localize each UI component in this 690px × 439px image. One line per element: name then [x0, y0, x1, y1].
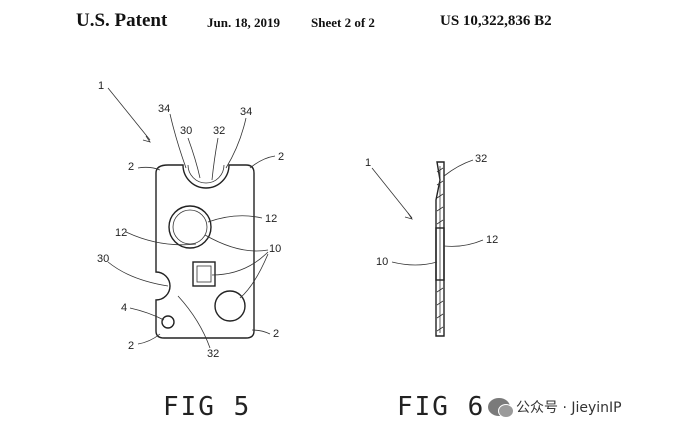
watermark: 公众号 · JieyinIP [488, 397, 622, 418]
fig5-leader-30b [107, 261, 169, 287]
fig5-leader-34b [225, 117, 247, 169]
fig5-leader-34a [169, 113, 187, 169]
fig5-leader-4 [129, 307, 165, 321]
fig5-leader-30 [187, 137, 201, 179]
fig5-square-window-inner [196, 265, 212, 283]
fig5-ref: 10 [269, 243, 281, 255]
fig5-ref: 2 [128, 340, 134, 352]
fig5-ref: 1 [98, 80, 104, 92]
fig5-leader-10b [211, 251, 269, 276]
fig5-leader-10a [204, 234, 269, 252]
fig6-ref: 12 [486, 234, 498, 246]
fig5-ref: 30 [97, 253, 109, 265]
fig6-label: FIG 6 [397, 392, 485, 422]
fig5-ref: 2 [128, 161, 134, 173]
fig6-leader-1 [371, 167, 413, 219]
fig5-arrow-1 [142, 135, 151, 143]
sheet-number: Sheet 2 of 2 [311, 15, 375, 30]
fig5-ref: 34 [158, 103, 170, 115]
fig6-drawing: 1 32 10 12 FIG 6 [365, 153, 498, 422]
fig5-ref: 34 [240, 106, 252, 118]
fig5-ref: 32 [207, 348, 219, 360]
fig6-ref: 1 [365, 157, 371, 169]
fig5-square-window [192, 261, 216, 287]
patent-number: US 10,322,836 B2 [440, 13, 552, 29]
patent-date: Jun. 18, 2019 [207, 15, 280, 30]
fig5-notch-edge [187, 164, 225, 184]
patent-label: U.S. Patent [76, 10, 168, 31]
fig5-lower-hole [214, 290, 246, 322]
fig6-window [435, 227, 445, 281]
fig5-ref: 12 [115, 227, 127, 239]
fig5-ref: 2 [273, 328, 279, 340]
wechat-icon [488, 398, 514, 418]
fig5-leader-12b [125, 231, 197, 246]
fig5-large-hole [168, 205, 212, 249]
fig5-ref: 4 [121, 302, 127, 314]
fig6-leader-32 [443, 159, 474, 177]
fig5-leader-12a [207, 215, 263, 223]
fig5-leader-32 [211, 137, 219, 181]
fig5-leader-10c [239, 253, 269, 299]
fig5-label: FIG 5 [163, 392, 251, 422]
fig5-leader-2b [249, 155, 276, 169]
fig6-leader-10 [391, 261, 438, 266]
fig6-ref: 10 [376, 256, 388, 268]
fig5-large-hole-inner [172, 209, 208, 245]
fig5-ref: 30 [180, 125, 192, 137]
fig6-leader-12 [443, 239, 484, 247]
fig6-arrow-1 [404, 212, 413, 220]
fig5-small-hole [161, 315, 175, 329]
fig6-hatching [436, 167, 444, 332]
fig5-leader-2a [137, 166, 161, 171]
fig5-body-outline [155, 164, 255, 339]
fig5-leader-2d [251, 329, 271, 335]
fig5-ref: 32 [213, 125, 225, 137]
fig5-ref: 2 [278, 151, 284, 163]
fig5-leader-32b [177, 295, 211, 349]
watermark-text: 公众号 · JieyinIP [516, 400, 622, 416]
fig5-ref: 12 [265, 213, 277, 225]
fig5-drawing: 1 34 34 30 32 2 2 12 12 10 30 4 2 32 2 F… [97, 80, 284, 422]
fig6-ref: 32 [475, 153, 487, 165]
fig5-leader-1 [107, 87, 151, 141]
fig5-leader-2c [137, 333, 161, 345]
